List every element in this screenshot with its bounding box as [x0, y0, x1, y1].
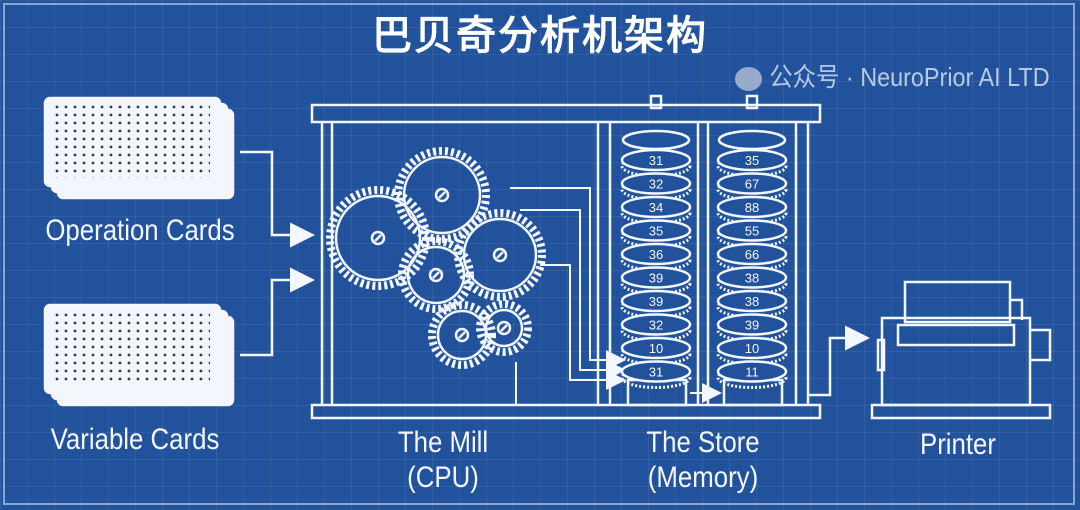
- diagram-title: 巴贝奇分析机架构: [372, 14, 708, 58]
- border-frame: [3, 3, 1075, 505]
- gear-icon: [428, 301, 496, 369]
- store-disk: 31: [620, 360, 692, 389]
- disk-value: 39: [649, 294, 663, 309]
- gear-icon: [398, 237, 474, 313]
- mill-label: The Mill: [397, 426, 489, 459]
- store-disk: 32: [620, 172, 692, 201]
- disk-value: 31: [649, 365, 663, 380]
- operation-arrow: [240, 150, 315, 248]
- store-disk: 32: [620, 313, 692, 342]
- operation-cards-label: Operation Cards: [45, 214, 235, 247]
- disk-value: 39: [745, 318, 759, 333]
- gear-icon: [326, 186, 430, 290]
- store-disk: 34: [620, 195, 692, 225]
- disk-value: 10: [745, 341, 759, 356]
- store-disk: 35: [620, 219, 692, 248]
- disk-value: 10: [649, 341, 663, 356]
- printer-drawing: [808, 280, 1052, 420]
- printer-label: Printer: [919, 428, 996, 461]
- store-columns: 31 32 34 35 36 39 39 32 10 31 35 67 88 55 66 38 38 39 10 11: [620, 129, 788, 389]
- wechat-icon: [735, 67, 762, 92]
- disk-value: 38: [745, 271, 759, 286]
- store-disk: 38: [716, 289, 788, 319]
- disk-value: 36: [649, 247, 663, 262]
- store-column: 31 32 34 35 36 39 39 32 10 31: [620, 129, 692, 389]
- mill-gears: [326, 147, 546, 369]
- store-sublabel: (Memory): [647, 461, 759, 494]
- disk-value: 31: [649, 153, 663, 168]
- disk-value: 34: [649, 200, 663, 215]
- disk-value: 66: [745, 247, 759, 262]
- watermark: 公众号 · NeuroPrior AI LTD: [735, 62, 1050, 92]
- variable-cards-label: Variable Cards: [50, 423, 220, 456]
- variable-arrow: [240, 267, 315, 357]
- store-column: 35 67 88 55 66 38 38 39 10 11: [716, 129, 788, 389]
- store-disk: 31: [620, 148, 692, 178]
- store-disk: 66: [716, 242, 788, 272]
- store-disk: 35: [716, 148, 788, 178]
- store-disk: 10: [620, 336, 692, 366]
- store-disk: 67: [716, 172, 788, 201]
- gear-icon: [454, 209, 546, 301]
- disk-value: 38: [745, 294, 759, 309]
- watermark-text: 公众号 · NeuroPrior AI LTD: [769, 62, 1050, 92]
- operation-cards-stack: [43, 96, 235, 200]
- store-disk: 39: [620, 266, 692, 295]
- disk-value: 35: [649, 224, 663, 239]
- store-disk: 88: [716, 195, 788, 225]
- mill-sublabel: (CPU): [407, 461, 479, 494]
- engine-frame: [310, 94, 822, 420]
- disk-value: 39: [649, 271, 663, 286]
- store-disk: 10: [716, 336, 788, 366]
- disk-value: 35: [745, 153, 759, 168]
- variable-cards-stack: [43, 303, 235, 407]
- disk-value: 32: [649, 177, 663, 192]
- disk-value: 55: [745, 224, 759, 239]
- disk-value: 11: [745, 365, 759, 380]
- disk-value: 32: [649, 318, 663, 333]
- disk-value: 67: [745, 177, 759, 192]
- store-label: The Store: [646, 426, 760, 459]
- gear-icon: [394, 147, 490, 243]
- store-disk: 11: [716, 360, 788, 389]
- disk-value: 88: [745, 200, 759, 215]
- store-disk: 36: [620, 242, 692, 272]
- store-disk: 39: [620, 289, 692, 319]
- store-disk: 38: [716, 266, 788, 295]
- store-disk: 55: [716, 219, 788, 248]
- store-disk: 39: [716, 313, 788, 342]
- gear-icon: [476, 300, 532, 356]
- mill-store-connections: [510, 187, 722, 405]
